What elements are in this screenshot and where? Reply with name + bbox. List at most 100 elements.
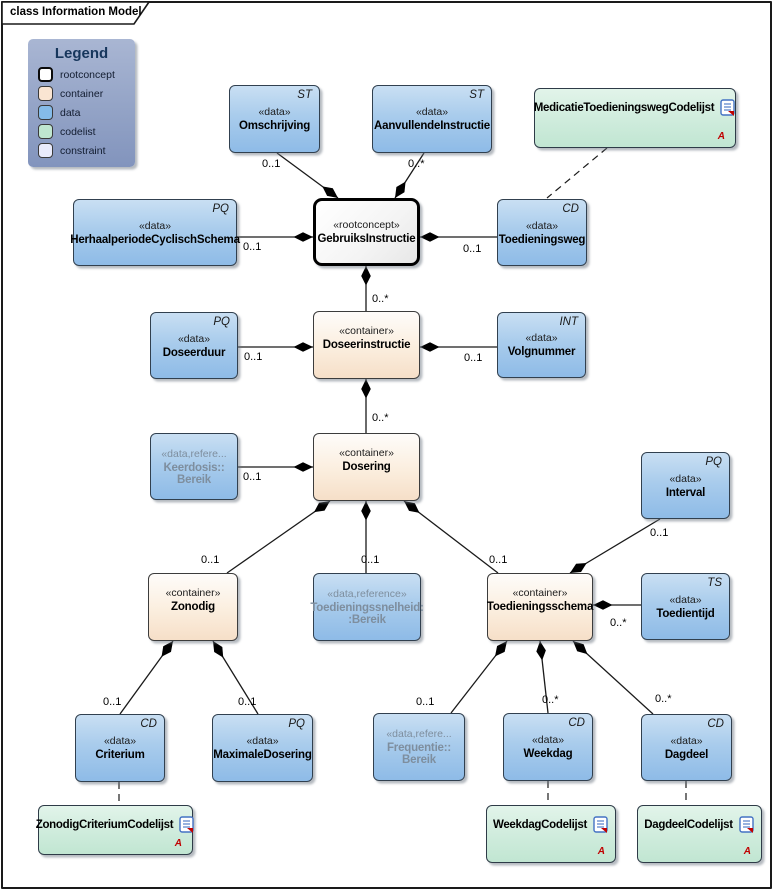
node-name: DagdeelCodelijst — [644, 819, 733, 831]
node-omschrijving[interactable]: ST «data» Omschrijving — [229, 85, 320, 153]
multiplicity-label: 0..* — [655, 693, 672, 705]
legend-item-data: data — [38, 105, 135, 120]
node-name: Toedieningsweg — [498, 233, 586, 246]
node-toedieningssnelheid-bereik[interactable]: «data,reference» Toedieningssnelheid: :B… — [310, 573, 424, 641]
node-herhaalperiodecyclischschema[interactable]: PQ «data» HerhaalperiodeCyclischSchema — [70, 199, 240, 266]
edge-gebruiksinstructie-aanvullendeinstructie — [394, 152, 425, 199]
node-aanvullendeinstructie[interactable]: ST «data» AanvullendeInstructie — [372, 85, 492, 153]
multiplicity-label: 0..* — [542, 694, 559, 706]
node-toedientijd[interactable]: TS «data» Toedientijd — [641, 573, 730, 640]
node-maximaledosering[interactable]: PQ «data» MaximaleDosering — [212, 714, 313, 782]
stereotype: «container» — [339, 447, 394, 459]
node-name: Toedieningsschema — [486, 601, 594, 613]
abstract-badge: A — [717, 131, 725, 142]
stereotype: «data,refere... — [386, 728, 452, 740]
multiplicity-label: 0..1 — [243, 241, 262, 253]
type-tag: CD — [568, 717, 585, 729]
multiplicity-label: 0..1 — [244, 351, 263, 363]
type-tag: CD — [140, 718, 157, 730]
diagram-title: class Information Model — [10, 6, 142, 18]
node-volgnummer[interactable]: INT «data» Volgnummer — [497, 312, 586, 378]
type-tag: TS — [707, 577, 722, 589]
node-gebruiksinstructie[interactable]: «rootconcept» GebruiksInstructie — [313, 198, 420, 266]
multiplicity-label: 0..* — [372, 293, 389, 305]
rootconcept-swatch — [38, 67, 53, 82]
node-name: Omschrijving — [238, 120, 311, 132]
legend-item-container: container — [38, 86, 135, 101]
node-name: Dagdeel — [664, 748, 709, 761]
node-name: Keerdosis:: — [163, 461, 225, 474]
multiplicity-label: 0..1 — [416, 696, 435, 708]
node-name: Dosering — [342, 461, 391, 473]
node-name: Volgnummer — [507, 346, 576, 358]
multiplicity-label: 0..1 — [243, 471, 262, 483]
stereotype: «data» — [246, 735, 279, 747]
node-toedieningsschema[interactable]: «container» Toedieningsschema — [487, 573, 593, 641]
node-dagdeelcodelijst[interactable]: DagdeelCodelijst A — [637, 805, 762, 863]
type-tag: PQ — [212, 203, 229, 215]
stereotype: «data» — [670, 734, 703, 747]
type-tag: PQ — [213, 316, 230, 328]
node-doseerduur[interactable]: PQ «data» Doseerduur — [150, 312, 238, 379]
legend-title: Legend — [54, 45, 109, 62]
node-interval[interactable]: PQ «data» Interval — [641, 452, 730, 519]
node-weekdagcodelijst[interactable]: WeekdagCodelijst A — [486, 805, 616, 863]
node-weekdag[interactable]: CD «data» Weekdag — [503, 713, 593, 781]
edge-zonodig-criterium — [119, 640, 174, 715]
abstract-badge: A — [597, 846, 605, 857]
codelist-swatch — [38, 124, 53, 139]
node-frequentie-bereik[interactable]: «data,refere... Frequentie:: Bereik — [373, 713, 465, 781]
stereotype: «container» — [165, 587, 221, 599]
diagram-tab-shape — [1, 1, 151, 25]
node-name: Doseerduur — [162, 346, 226, 359]
node-toedieningsweg[interactable]: CD «data» Toedieningsweg — [497, 199, 587, 266]
multiplicity-label: 0..1 — [361, 554, 380, 566]
type-tag: PQ — [288, 718, 305, 730]
node-name: GebruiksInstructie — [317, 233, 416, 245]
container-swatch — [38, 86, 53, 101]
node-name: Zonodig — [171, 601, 215, 613]
edge-gebruiksinstructie-omschrijving — [276, 152, 339, 199]
stereotype: «data» — [138, 219, 172, 232]
node-name: MaximaleDosering — [213, 749, 312, 761]
abstract-badge: A — [743, 846, 751, 857]
node-name: Criterium — [95, 749, 145, 761]
diagram-tab: class Information Model — [1, 1, 155, 26]
node-name: HerhaalperiodeCyclischSchema — [70, 233, 240, 246]
multiplicity-label: 0..1 — [464, 352, 483, 364]
node-zonodigcriteriumcodelijst[interactable]: ZonodigCriteriumCodelijst A — [35, 805, 194, 855]
multiplicity-label: 0..* — [372, 412, 389, 424]
node-criterium[interactable]: CD «data» Criterium — [75, 714, 165, 782]
abstract-badge: A — [174, 838, 182, 849]
node-doseerinstructie[interactable]: «container» Doseerinstructie — [313, 311, 420, 379]
node-name: ZonodigCriteriumCodelijst — [35, 819, 174, 831]
edge-toedieningsschema-weekdag — [536, 640, 549, 714]
multiplicity-label: 0..1 — [650, 527, 669, 539]
stereotype: «data» — [669, 593, 702, 606]
node-keerdosis-bereik[interactable]: «data,refere... Keerdosis:: Bereik — [150, 433, 238, 500]
codelist-document-icon — [720, 99, 736, 116]
node-dosering[interactable]: «container» Dosering — [313, 433, 420, 501]
node-dagdeel[interactable]: CD «data» Dagdeel — [641, 714, 732, 781]
type-tag: ST — [469, 89, 484, 101]
node-name-line2: :Bereik — [348, 614, 386, 626]
legend-item-codelist: codelist — [38, 124, 135, 139]
edge-medicatiecodelijst-toedieningsweg — [546, 147, 608, 199]
node-medicatietoedieningswegcodelijst[interactable]: MedicatieToedieningswegCodelijst A — [534, 88, 736, 148]
multiplicity-label: 0..1 — [238, 696, 257, 708]
multiplicity-label: 0..1 — [262, 158, 281, 170]
edge-dosering-toedieningsschema — [403, 500, 499, 574]
node-name: AanvullendeInstructie — [374, 120, 490, 132]
type-tag: PQ — [705, 456, 722, 468]
node-name-line2: Bereik — [402, 754, 436, 766]
codelist-document-icon — [593, 816, 608, 833]
node-name-line2: Bereik — [177, 473, 211, 486]
multiplicity-label: 0..1 — [489, 554, 508, 566]
node-name: Toedientijd — [656, 607, 715, 620]
node-name: Interval — [665, 486, 706, 499]
stereotype: «data» — [177, 332, 211, 345]
stereotype: «data,refere... — [161, 447, 227, 460]
node-zonodig[interactable]: «container» Zonodig — [148, 573, 238, 641]
